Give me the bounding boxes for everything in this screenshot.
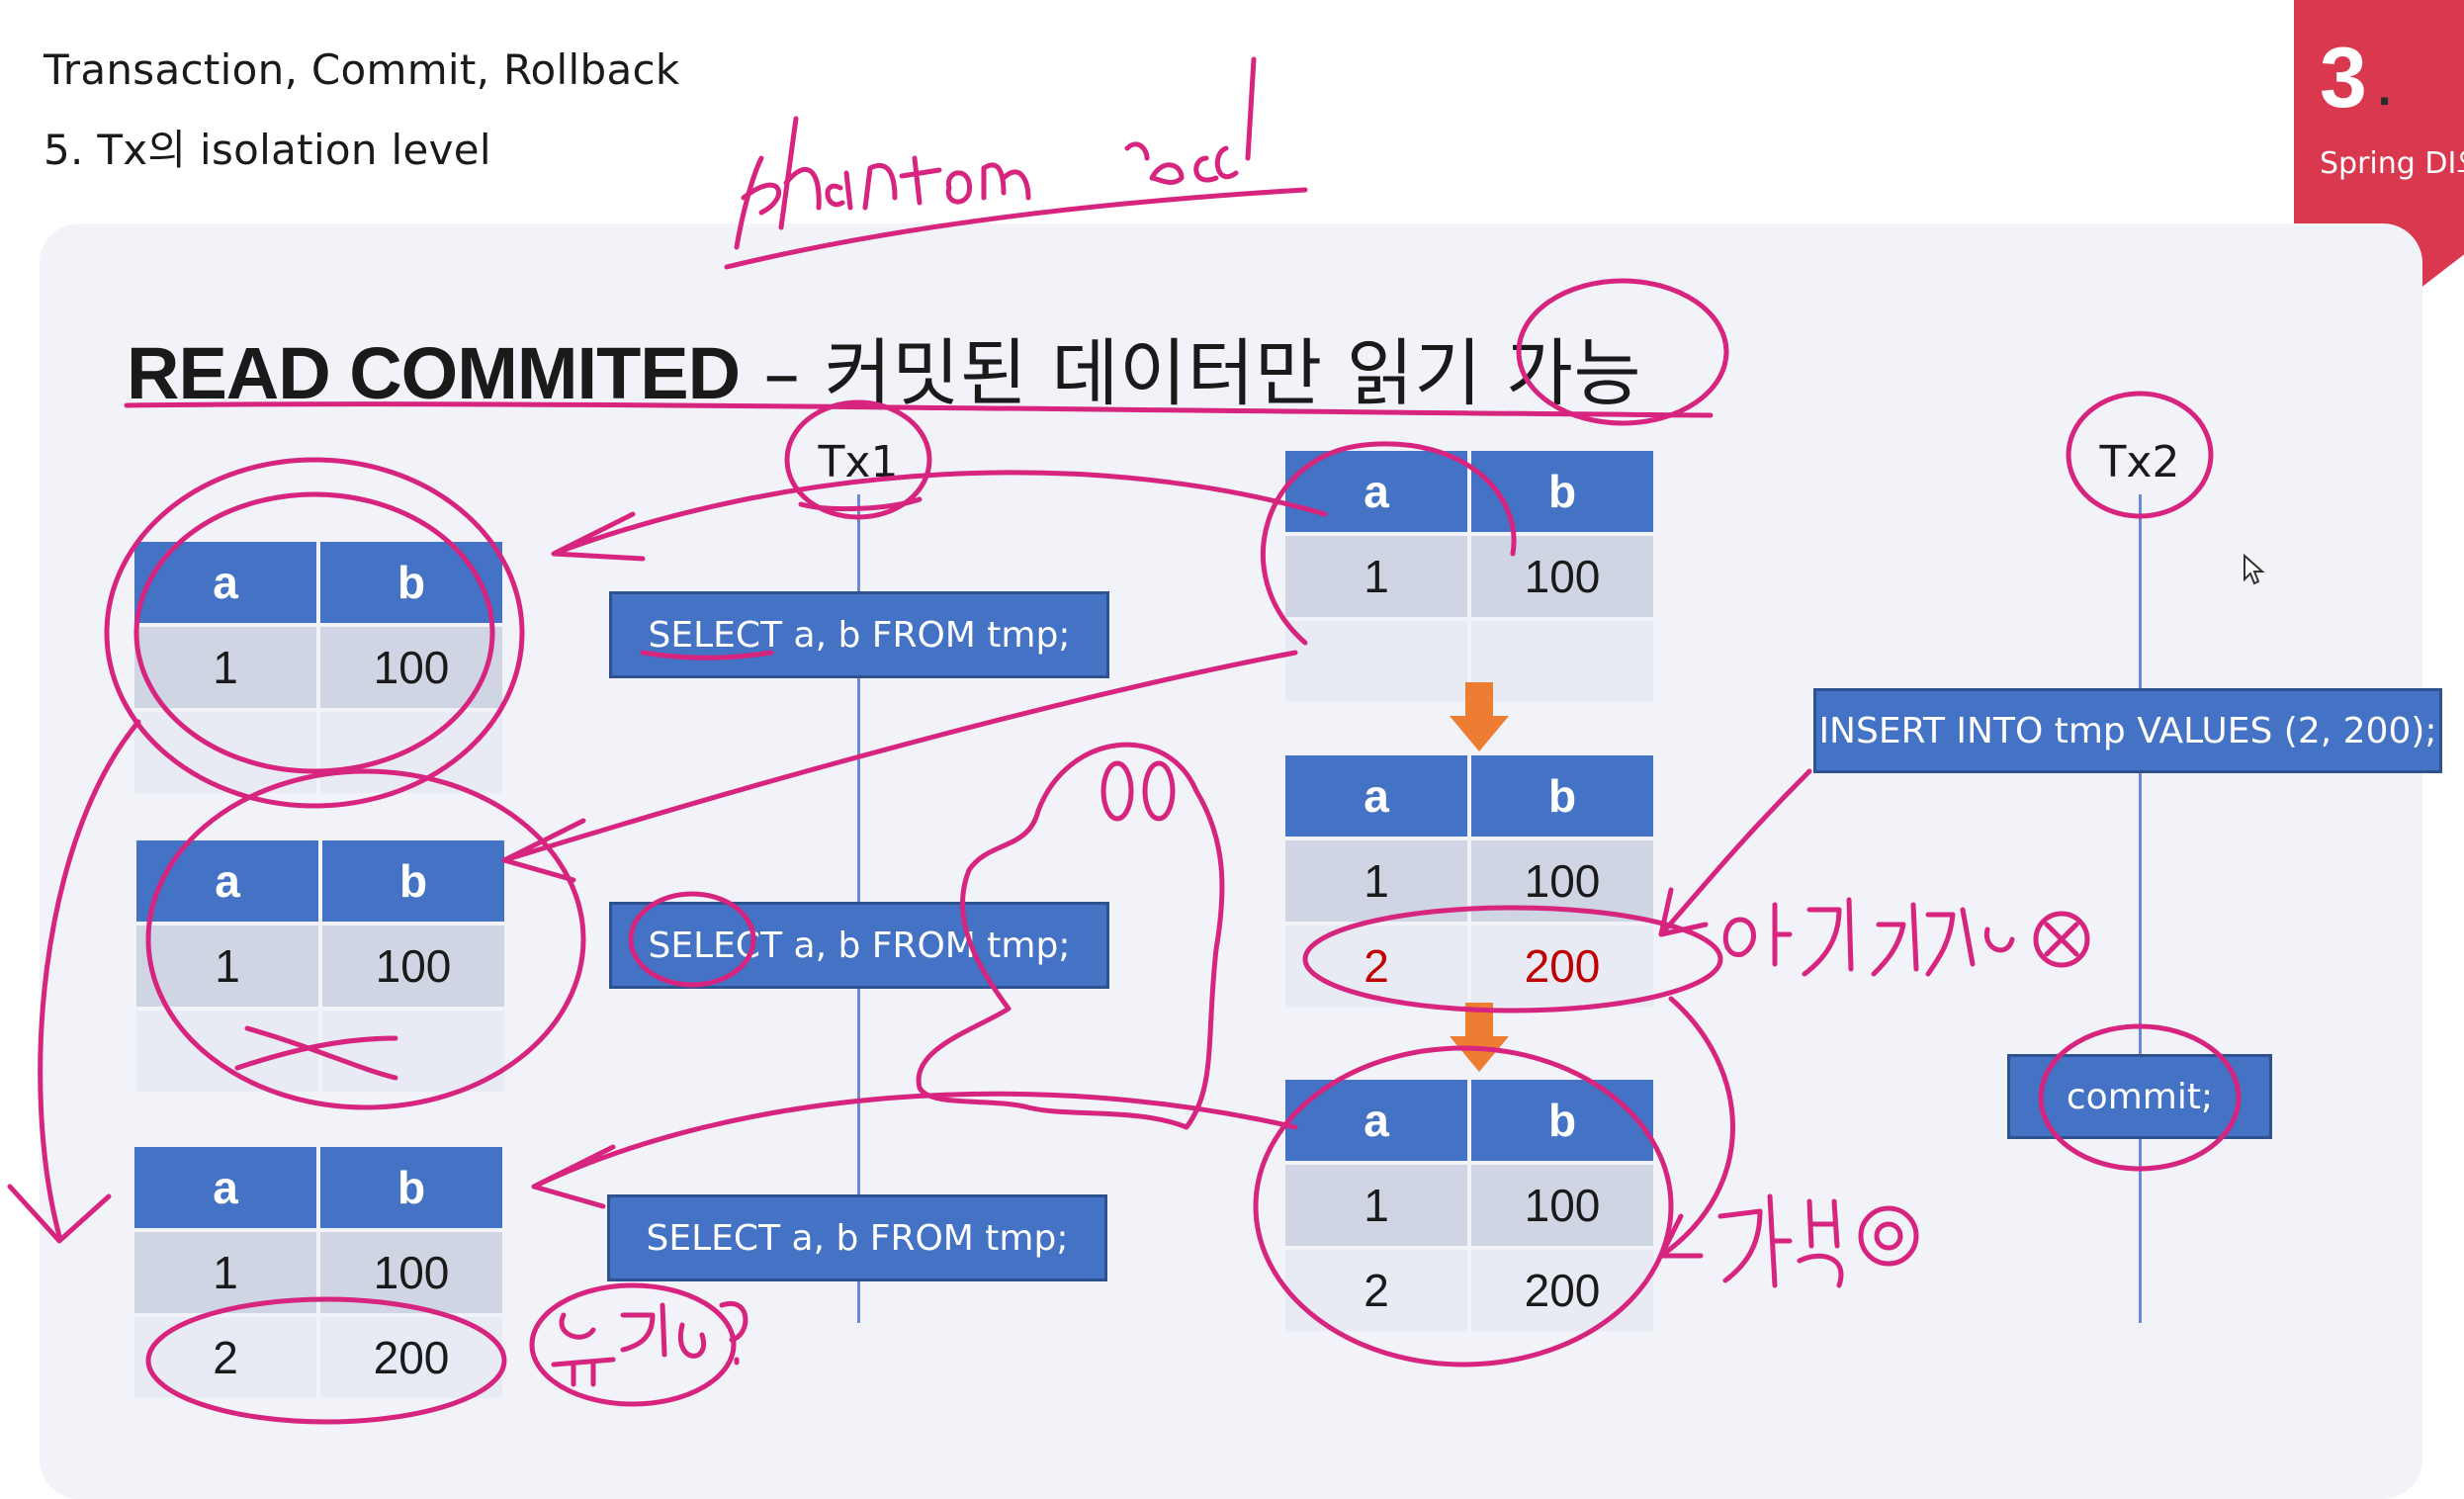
cell: 2: [134, 1317, 316, 1398]
tx1-select-statement-2: SELECT a, b FROM tmp;: [609, 902, 1109, 989]
header-cell-a: a: [134, 1147, 316, 1228]
course-title: Transaction, Commit, Rollback: [44, 45, 680, 94]
cell: [1285, 621, 1467, 702]
uncommitted-cell: 2: [1285, 926, 1467, 1007]
header-cell-a: a: [1285, 1080, 1467, 1161]
header-cell-a: a: [1285, 755, 1467, 837]
chapter-subtitle: Spring DI오: [2320, 146, 2464, 181]
header-cell-b: b: [1471, 1080, 1653, 1161]
cell: 2: [1285, 1250, 1467, 1331]
header-cell-a: a: [1285, 451, 1467, 532]
arrow-down-icon: [1450, 682, 1509, 751]
header-cell-b: b: [1471, 451, 1653, 532]
uncommitted-cell: 200: [1471, 926, 1653, 1007]
cell: 1: [1285, 1165, 1467, 1246]
cell: [134, 712, 316, 793]
tx2-label: Tx2: [2099, 437, 2180, 487]
cell: 1: [134, 627, 316, 708]
cell: 100: [320, 1232, 502, 1313]
cell: [320, 712, 502, 793]
cell: 100: [320, 627, 502, 708]
cell: [322, 1011, 504, 1092]
tx2-commit-statement: commit;: [2007, 1054, 2272, 1139]
cell: 100: [1471, 840, 1653, 922]
cell: 1: [1285, 536, 1467, 617]
cell: [136, 1011, 318, 1092]
tx1-select-statement-3: SELECT a, b FROM tmp;: [607, 1194, 1107, 1281]
cell: 100: [1471, 536, 1653, 617]
header-cell-b: b: [322, 840, 504, 922]
cell: 100: [322, 926, 504, 1007]
header-cell-b: b: [1471, 755, 1653, 837]
isolation-level-name: READ COMMITED: [127, 332, 741, 414]
cell: 200: [320, 1317, 502, 1398]
section-title: 5. Tx의 isolation level: [44, 126, 491, 174]
header-cell-b: b: [320, 542, 502, 623]
cell: 1: [134, 1232, 316, 1313]
tx2-insert-statement: INSERT INTO tmp VALUES (2, 200);: [1813, 688, 2442, 773]
chapter-number: 3: [2320, 31, 2367, 126]
cell: 1: [1285, 840, 1467, 922]
cell: 200: [1471, 1250, 1653, 1331]
slide-heading: READ COMMITED – 커밋된 데이터만 읽기 가능: [127, 314, 1641, 420]
tx1-select-statement-1: SELECT a, b FROM tmp;: [609, 591, 1109, 678]
tx1-label: Tx1: [818, 437, 899, 487]
tx2-timeline: [2139, 494, 2142, 1323]
cursor-icon: [2244, 554, 2265, 585]
cell: 1: [136, 926, 318, 1007]
cell: 100: [1471, 1165, 1653, 1246]
title-dash: –: [740, 331, 825, 416]
chapter-dot: .: [2377, 69, 2393, 115]
arrow-down-icon: [1450, 1003, 1509, 1072]
title-description: 커밋된 데이터만 읽기 가능: [824, 331, 1642, 416]
header-cell-a: a: [134, 542, 316, 623]
header-cell-a: a: [136, 840, 318, 922]
header-cell-b: b: [320, 1147, 502, 1228]
